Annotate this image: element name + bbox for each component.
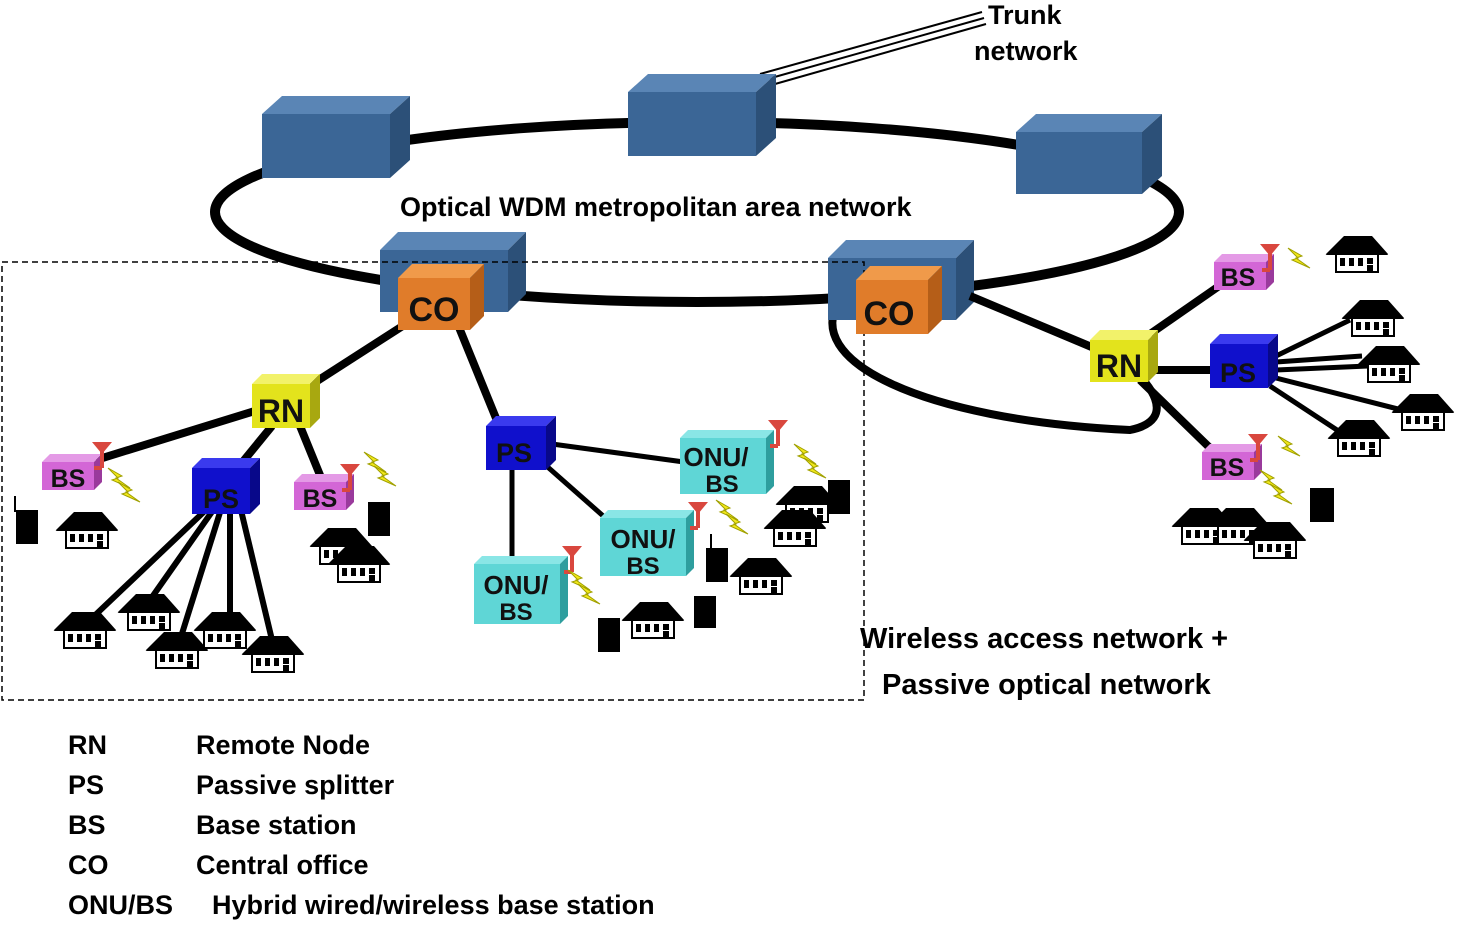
ring-node-right xyxy=(1016,114,1162,194)
legend-abbr: RN xyxy=(68,730,107,760)
co-label-right: CO xyxy=(864,295,915,333)
legend-desc: Passive splitter xyxy=(196,770,395,800)
bs-node-mid-left: BS xyxy=(294,452,396,513)
onu-bs-node-middle: ONU/ BS xyxy=(600,500,748,580)
rn-node-left: RN xyxy=(252,374,320,429)
legend-abbr: BS xyxy=(68,810,106,840)
left-ps-fibers xyxy=(87,503,275,641)
onu-label-top-2: BS xyxy=(705,471,738,498)
right-access-links xyxy=(968,280,1225,451)
legend-row-ps: PS Passive splitter xyxy=(68,770,768,810)
ring-node-top xyxy=(628,74,776,156)
rn-label-right: RN xyxy=(1096,348,1142,384)
metro-label: Optical WDM metropolitan area network xyxy=(400,192,913,222)
co-label-left: CO xyxy=(409,291,460,329)
ps-node-left: PS xyxy=(192,458,260,514)
onu-label-bottom-1: ONU/ xyxy=(484,570,549,600)
legend-row-bs: BS Base station xyxy=(68,810,768,850)
access-region-box xyxy=(1,261,865,701)
ring-node-left xyxy=(262,96,410,178)
legend-desc: Base station xyxy=(196,810,357,840)
rn-node-right: RN xyxy=(1090,330,1158,384)
onu-bs-node-top: ONU/ BS xyxy=(680,418,826,498)
onu-label-middle-2: BS xyxy=(626,553,659,580)
legend: RN Remote Node PS Passive splitter BS Ba… xyxy=(68,730,768,930)
legend-row-co: CO Central office xyxy=(68,850,768,890)
middle-ps-links xyxy=(509,441,685,560)
legend-abbr: PS xyxy=(68,770,105,800)
trunk-label-line2: network xyxy=(974,36,1079,66)
bs-label-right-top: BS xyxy=(1221,264,1256,292)
ps-node-middle: PS xyxy=(486,416,556,470)
bs-node-left: BS xyxy=(42,440,140,502)
onu-label-middle-1: ONU/ xyxy=(611,524,676,554)
bs-node-right-top: BS xyxy=(1214,242,1311,292)
mobile-terminals xyxy=(14,480,1334,652)
access-label-line1: Wireless access network + xyxy=(860,623,1228,655)
access-label-line2: Passive optical network xyxy=(882,669,1212,701)
bs-label-left: BS xyxy=(51,465,86,493)
onu-label-bottom-2: BS xyxy=(499,599,532,626)
legend-desc: Hybrid wired/wireless base station xyxy=(212,890,655,920)
legend-row-rn: RN Remote Node xyxy=(68,730,768,770)
legend-abbr: CO xyxy=(68,850,109,880)
co-node-left: CO xyxy=(398,264,484,330)
bs-label-right-bottom: BS xyxy=(1210,454,1245,482)
rn-label-left: RN xyxy=(258,393,304,429)
ps-label-left: PS xyxy=(203,484,239,514)
bs-label-mid-left: BS xyxy=(303,485,338,513)
onu-bs-node-bottom: ONU/ BS xyxy=(474,544,600,626)
legend-row-onu-bs: ONU/BS Hybrid wired/wireless base statio… xyxy=(68,890,768,930)
ps-label-middle: PS xyxy=(496,438,532,468)
onu-label-top-1: ONU/ xyxy=(684,442,749,472)
ps-label-right: PS xyxy=(1220,358,1256,388)
right-ps-fibers xyxy=(1268,317,1403,435)
co-node-right: CO xyxy=(856,266,942,334)
legend-desc: Remote Node xyxy=(196,730,371,760)
houses-left xyxy=(53,511,391,673)
trunk-link xyxy=(759,11,987,87)
legend-desc: Central office xyxy=(196,850,369,880)
trunk-label-line1: Trunk xyxy=(988,0,1062,30)
ps-node-right: PS xyxy=(1210,334,1278,388)
legend-abbr: ONU/BS xyxy=(68,890,174,920)
bs-node-right-bottom: BS xyxy=(1202,432,1301,504)
